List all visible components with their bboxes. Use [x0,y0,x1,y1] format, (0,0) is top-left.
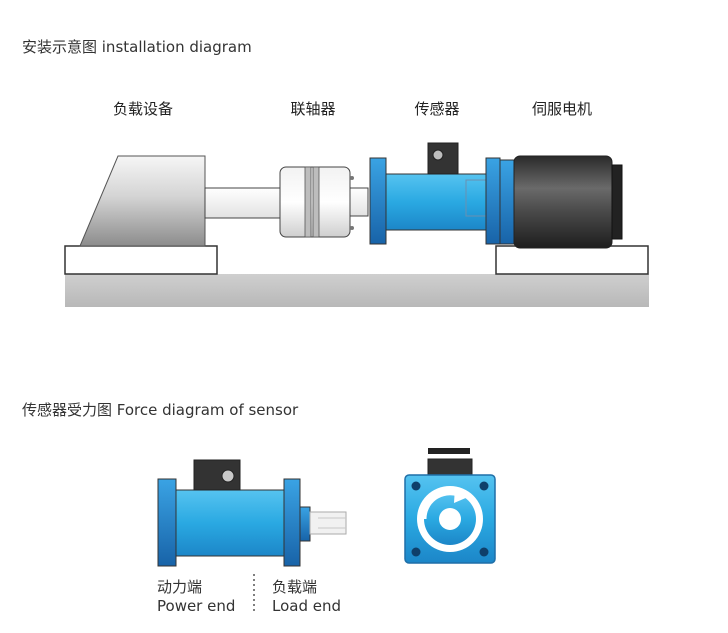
power-end-flange [157,478,177,567]
sensor-step [299,506,311,542]
label-coupling: 联轴器 [290,100,336,118]
label-servo-motor: 伺服电机 [531,100,593,118]
coupling [279,166,369,238]
bolt-hole-icon [479,547,489,557]
load-equipment-body [79,155,206,247]
bolt-hole-icon [411,547,421,557]
servo-motor [499,155,623,249]
rotation-arrow-icon [421,487,468,520]
load-shaft [204,187,284,219]
bolt-hole-icon [411,481,421,491]
label-load-equipment: 负载设备 [112,100,174,118]
power-end-label: 动力端 Power end [157,578,235,616]
load-end-en: Load end [272,597,342,615]
power-end-cn: 动力端 [157,578,203,596]
label-sensor: 传感器 [414,100,460,118]
installation-title: 安装示意图 installation diagram [22,38,252,56]
sensor-front-view [404,448,496,564]
load-end-flange [283,478,301,567]
sensor-shaft [309,511,347,535]
bolt-hole-icon [479,481,489,491]
load-end-cn: 负载端 [272,578,318,596]
sensor-body [175,489,285,557]
load-end-label: 负载端 Load end [272,578,341,616]
ground-slab [65,274,649,307]
load-base [64,245,218,275]
motor-base [495,245,649,275]
force-diagram-title: 传感器受力图 Force diagram of sensor [22,401,299,419]
sensor-connector [193,459,241,491]
power-end-en: Power end [157,597,236,615]
sensor-assembly [369,142,501,245]
